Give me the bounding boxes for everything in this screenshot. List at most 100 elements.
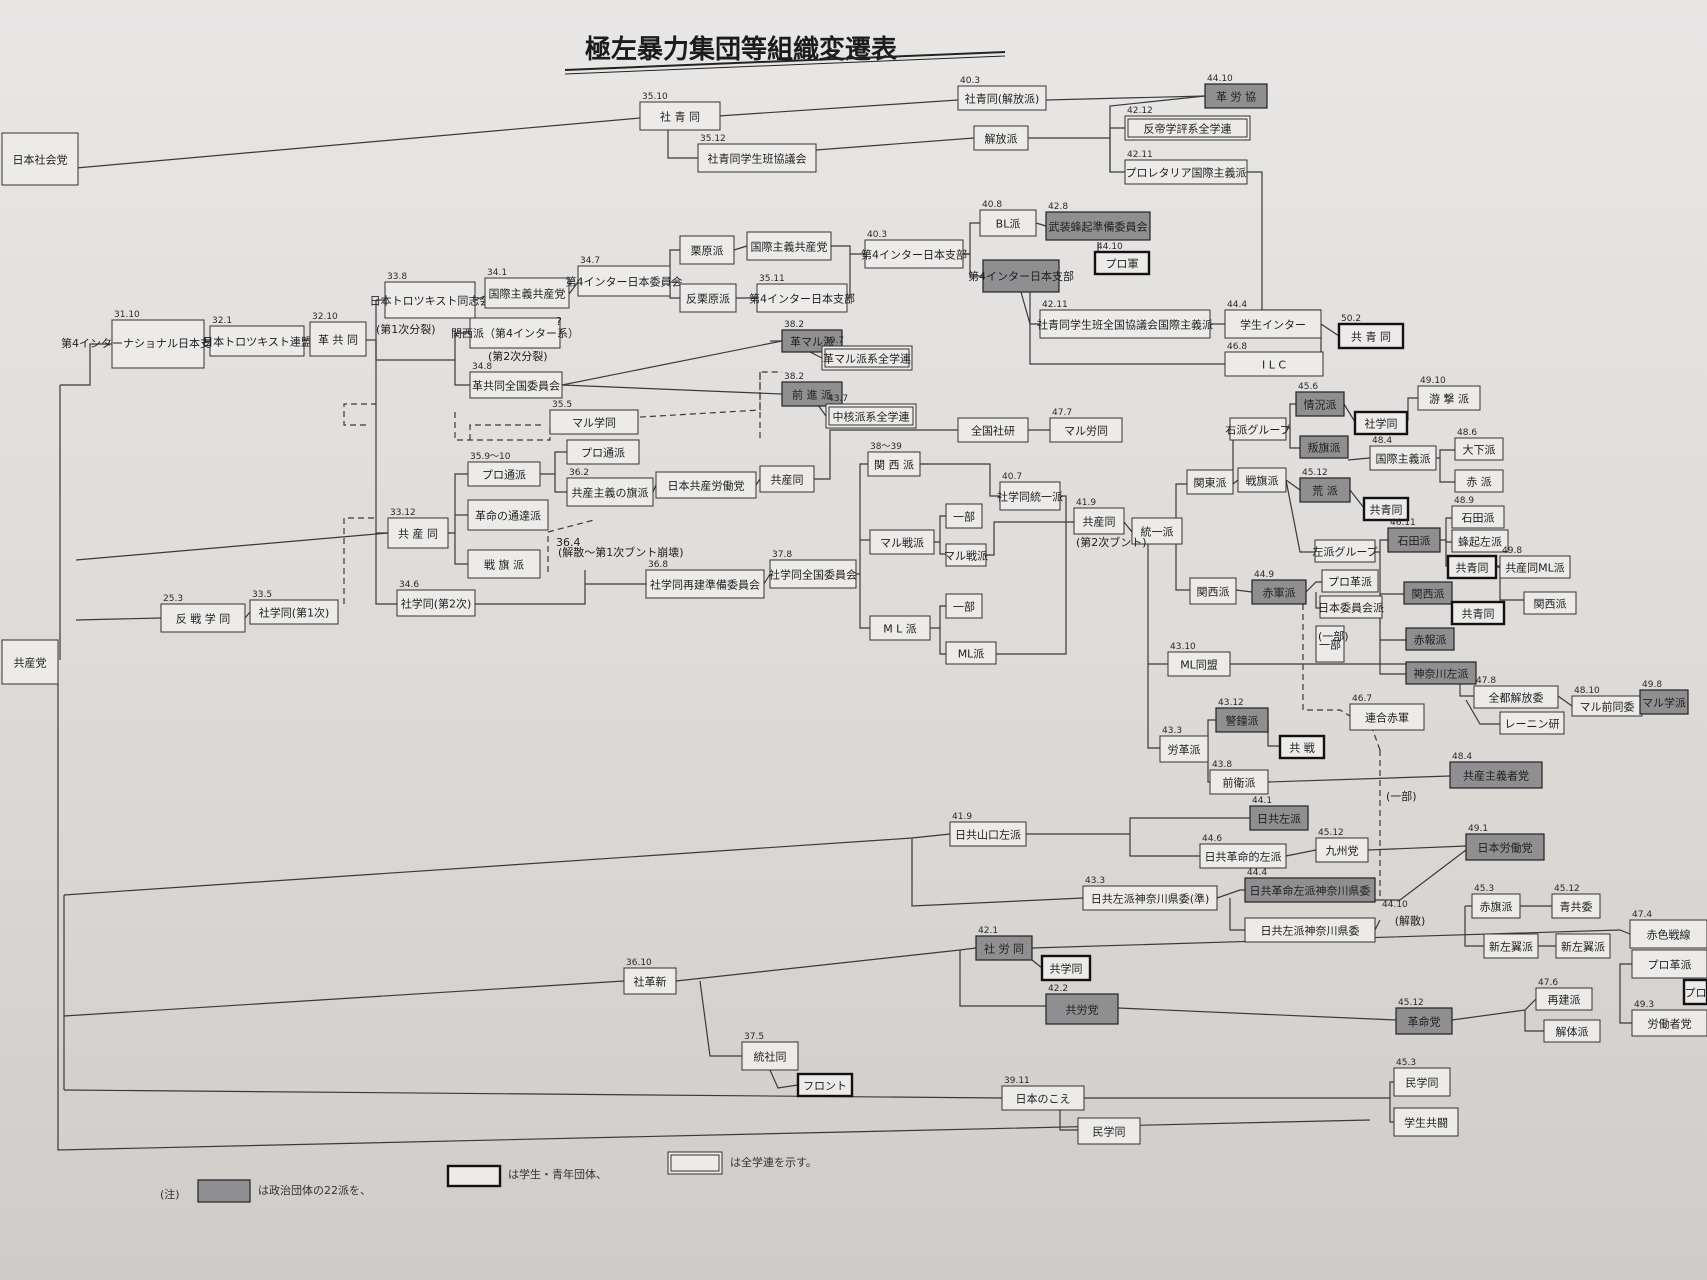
org-label: ML派	[958, 648, 985, 661]
org-date: 43.10	[1170, 642, 1196, 652]
org-label: 社革新	[634, 975, 667, 989]
org-label: 一部	[953, 510, 975, 524]
annotation-bunretsu1: (第1次分裂)	[376, 322, 436, 336]
org-node-ichibu1: 一部	[945, 503, 983, 529]
org-date: 50.2	[1341, 314, 1361, 324]
connector-line	[920, 463, 1000, 497]
dashed-connector-line	[1371, 727, 1381, 751]
org-box	[697, 143, 817, 173]
connector-line	[1267, 720, 1280, 747]
org-node-hansen_gakudo: 反 戦 学 同25.3	[160, 594, 246, 633]
org-box	[1450, 600, 1506, 626]
org-label: マル前同委	[1580, 700, 1635, 714]
org-date: 42.11	[1042, 300, 1068, 310]
org-node-kyosando: 共 産 同33.12	[387, 508, 449, 549]
org-date: 43.8	[1212, 760, 1232, 770]
org-box	[1249, 805, 1309, 831]
org-label: 前 進 派	[792, 388, 832, 402]
connector-line	[57, 684, 1371, 1151]
org-date: 46.11	[1390, 518, 1416, 528]
org-date: 44.9	[1254, 570, 1274, 580]
org-node-ilc: I L C46.8	[1224, 342, 1324, 377]
org-node-kyoseido3: 共青同	[1446, 554, 1498, 580]
connector-line	[1379, 640, 1406, 675]
org-box	[867, 451, 921, 477]
connector-line	[1229, 898, 1245, 931]
connector-line	[809, 351, 823, 359]
org-box	[1471, 893, 1521, 919]
org-label: プロ	[1685, 987, 1707, 1000]
org-date: 41.9	[1076, 498, 1096, 508]
connector-line	[75, 532, 389, 561]
connector-line	[996, 522, 1067, 655]
connector-line	[1232, 479, 1239, 485]
org-box	[1295, 391, 1345, 417]
org-label: 日本社会党	[13, 153, 68, 167]
org-box	[957, 85, 1047, 111]
org-node-kaitaiha: 解体派	[1543, 1019, 1601, 1043]
org-label: 共産同	[1083, 516, 1116, 529]
org-box	[1451, 505, 1505, 529]
org-date: 32.1	[212, 316, 232, 326]
connector-line	[375, 533, 397, 605]
org-label: 学生インター	[1240, 318, 1306, 332]
dashed-connector-line	[343, 403, 376, 426]
org-box	[1631, 1009, 1707, 1037]
org-label: 青共委	[1560, 901, 1593, 914]
org-box	[1362, 496, 1410, 522]
org-label: 革 共 同	[318, 333, 358, 347]
connector-line	[454, 360, 470, 386]
org-label: 第4インターナショナル日本支部準備会	[61, 336, 255, 350]
org-label: 第4インター日本支部	[749, 292, 855, 306]
org-box	[160, 603, 246, 633]
org-box	[825, 403, 917, 429]
legend-swatch-zengakuren	[667, 1151, 723, 1175]
org-box	[781, 381, 843, 407]
org-node-kyoseido: 共 青 同 50.2	[1337, 314, 1405, 350]
connector-line	[939, 542, 946, 555]
org-node-yugekiha: 游 撃 派49.10	[1417, 376, 1481, 411]
org-node-kouha: 荒 派45.12	[1299, 468, 1351, 503]
connector-line	[1349, 489, 1365, 509]
org-label: 共 青 同	[1351, 331, 1391, 344]
org-box	[1, 132, 79, 186]
org-label: ML同盟	[1180, 659, 1218, 672]
connector-line	[1367, 845, 1467, 851]
org-date: 49.1	[1468, 824, 1488, 834]
org-box	[759, 465, 815, 493]
org-label: プロ通派	[581, 447, 625, 460]
org-label: 赤 派	[1466, 476, 1492, 489]
org-date: 43.3	[1162, 726, 1182, 736]
org-node-jsp: 日本社会党	[1, 132, 79, 186]
org-node-zeneiha: 前衛派 43.8	[1209, 760, 1269, 795]
org-box	[869, 615, 931, 641]
org-node-kantoha: 関東派	[1186, 469, 1234, 495]
org-label: 労革派	[1168, 743, 1201, 757]
org-box	[1244, 877, 1376, 903]
org-label: 前衛派	[1223, 776, 1256, 790]
org-date: 35.5	[552, 400, 572, 410]
org-date: 44.10	[1097, 242, 1123, 252]
org-box	[467, 549, 541, 579]
org-box	[1045, 993, 1119, 1025]
org-box	[1082, 885, 1218, 911]
org-label: 統社同	[754, 1050, 787, 1064]
org-label: 第4インター日本支部	[968, 269, 1074, 283]
org-label: 戦旗派	[1246, 474, 1279, 488]
org-box	[1499, 555, 1571, 579]
org-box	[1093, 250, 1151, 276]
org-box	[645, 569, 765, 599]
org-label: 全都解放委	[1489, 691, 1544, 705]
org-box	[1045, 211, 1151, 241]
